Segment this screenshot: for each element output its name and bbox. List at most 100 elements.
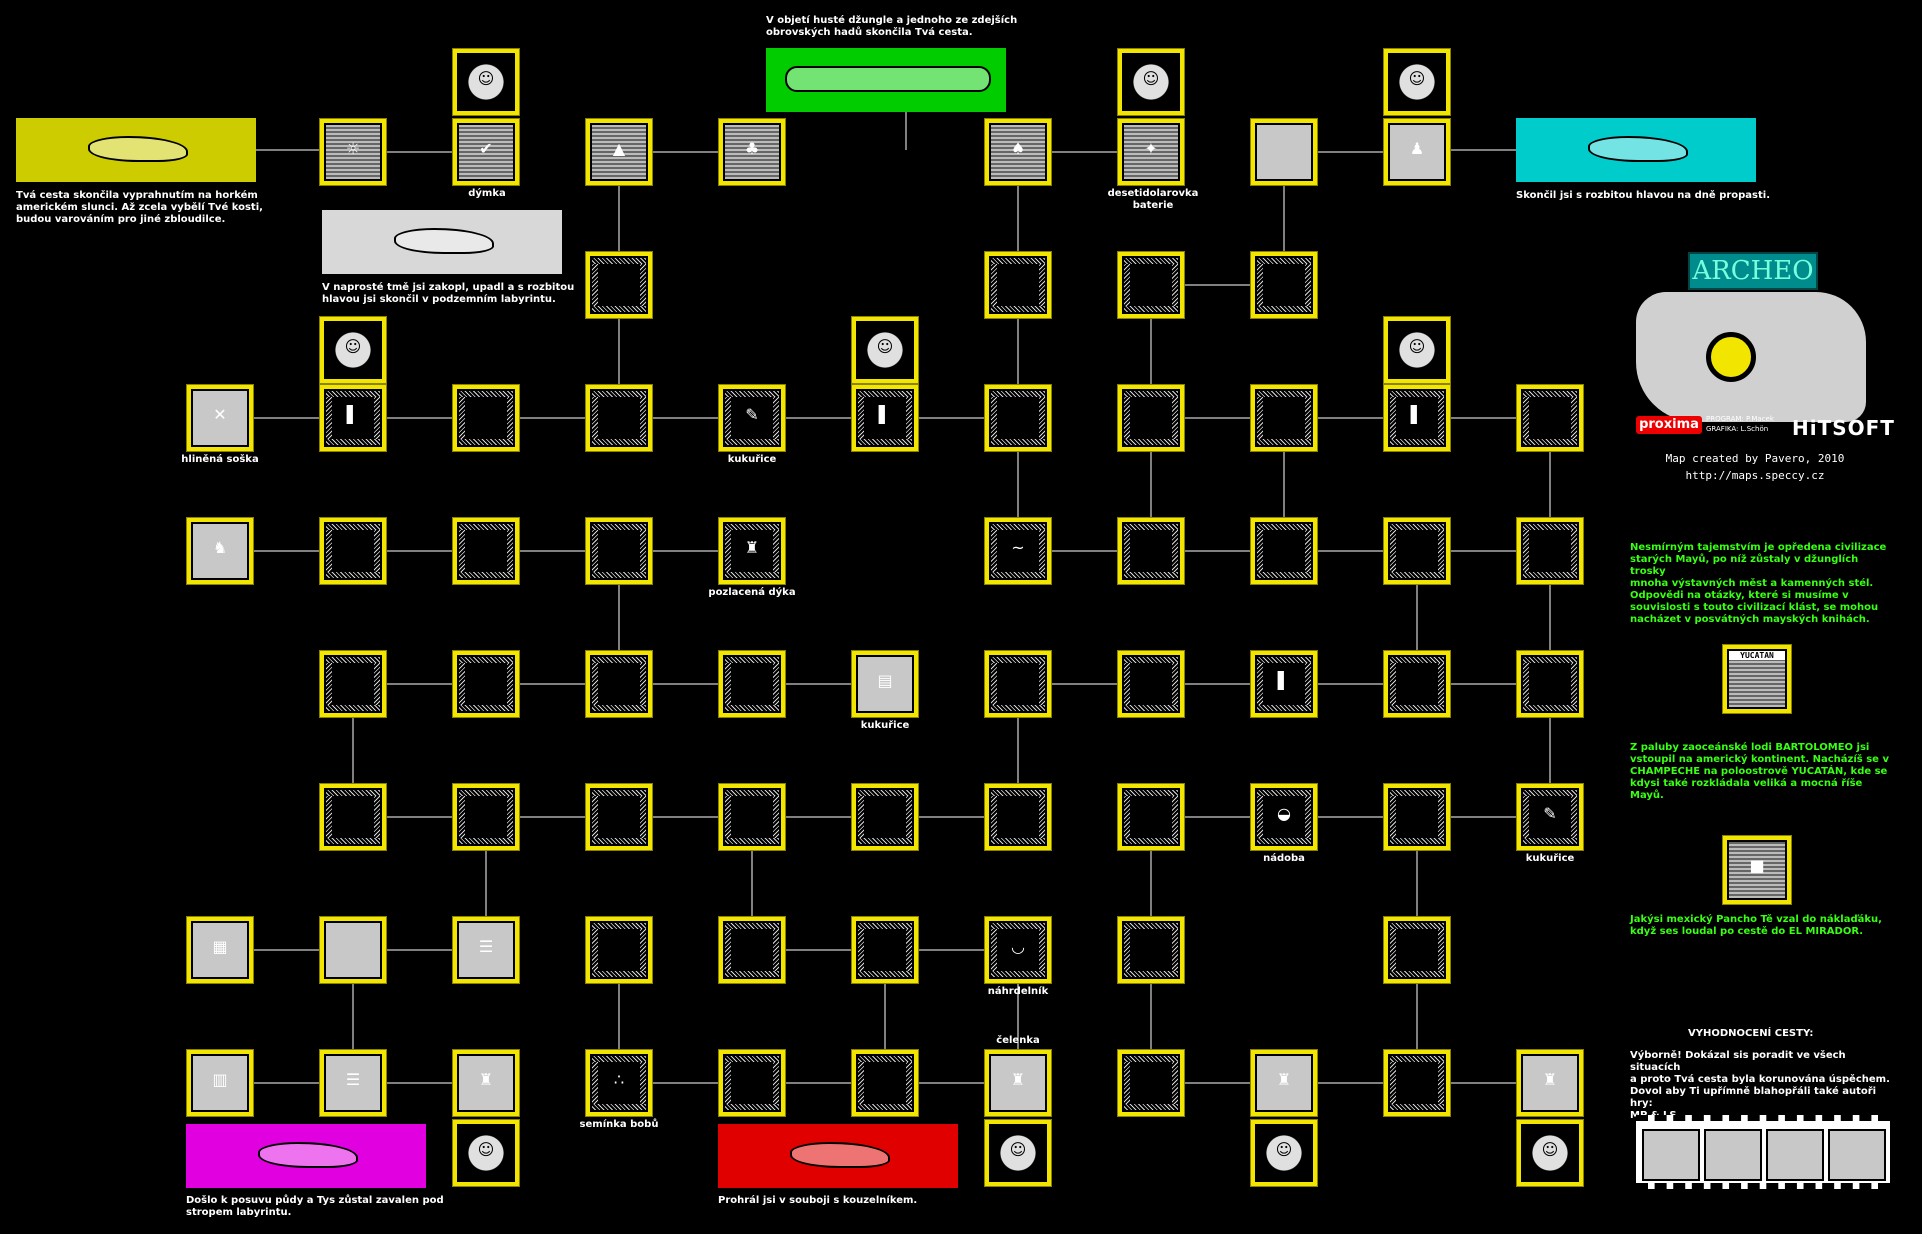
character-portrait: ☺ <box>1383 316 1451 384</box>
map-room <box>984 384 1052 452</box>
archeo-logo: ARCHEO <box>1636 252 1866 422</box>
map-room: ♞ <box>186 517 254 585</box>
map-room: ▦ <box>186 916 254 984</box>
map-room: ♜ <box>984 1049 1052 1117</box>
map-room: ☰ <box>452 916 520 984</box>
death-banner-abyss <box>1516 118 1756 182</box>
truck-icon: ■ <box>1749 856 1765 875</box>
death-banner-sun <box>16 118 256 182</box>
room-object-icon: ♜ <box>1542 1070 1558 1089</box>
map-room: ▥ <box>186 1049 254 1117</box>
character-portrait: ☺ <box>1117 48 1185 116</box>
map-room: ▌ <box>1250 650 1318 718</box>
developer-logo: HiTSOFT <box>1792 416 1895 440</box>
room-object-icon: ▌ <box>878 405 892 424</box>
item-label-desetidolarovka: desetidolarovka <box>1107 188 1199 199</box>
map-room: ♜ <box>718 517 786 585</box>
death-banner-duel <box>718 1124 958 1188</box>
item-label-pozlacena-dyka: pozlacená dýka <box>708 587 796 598</box>
room-object-icon: ☼ <box>345 139 361 158</box>
item-label-kukurice-3: kukuřice <box>1525 853 1575 864</box>
face-icon: ☺ <box>1541 1140 1559 1159</box>
map-room: ✦ <box>1117 118 1185 186</box>
room-object-icon: ▥ <box>212 1070 228 1089</box>
yucatan-map-panel: YUCATAN <box>1722 644 1792 714</box>
death-text-sun: Tvá cesta skončila vyprahnutím na horkém… <box>16 190 263 225</box>
face-icon: ☺ <box>1009 1140 1027 1159</box>
publisher-logo: proxima <box>1636 416 1702 434</box>
map-room <box>1383 1049 1451 1117</box>
map-room <box>319 783 387 851</box>
death-text-duel: Prohrál jsi v souboji s kouzelníkem. <box>718 1195 918 1206</box>
death-text-dark: V naprosté tmě jsi zakopl, upadl a s roz… <box>322 282 575 305</box>
room-object-icon: ♠ <box>1010 139 1026 158</box>
room-object-icon: ♟ <box>1409 139 1425 158</box>
room-object-icon: ♜ <box>1276 1070 1292 1089</box>
truck-panel: ■ <box>1722 835 1792 905</box>
map-room: ∴ <box>585 1049 653 1117</box>
map-room <box>1117 517 1185 585</box>
map-room: ♣ <box>718 118 786 186</box>
map-room: ~ <box>984 517 1052 585</box>
map-room <box>1383 783 1451 851</box>
character-portrait: ☺ <box>1250 1119 1318 1187</box>
ending-filmstrip <box>1636 1115 1890 1189</box>
character-portrait: ☺ <box>1516 1119 1584 1187</box>
map-room <box>319 916 387 984</box>
face-icon: ☺ <box>1142 69 1160 88</box>
face-icon: ☺ <box>477 69 495 88</box>
room-object-icon: ▲ <box>612 139 626 158</box>
room-object-icon: ◡ <box>1011 937 1025 956</box>
room-object-icon: ▤ <box>877 671 893 690</box>
room-object-icon: ☰ <box>478 937 494 956</box>
map-room: ♜ <box>1516 1049 1584 1117</box>
map-room <box>1516 384 1584 452</box>
map-room <box>1117 1049 1185 1117</box>
map-room <box>1383 916 1451 984</box>
game-title: ARCHEO <box>1688 252 1818 290</box>
room-object-icon: ▦ <box>212 937 228 956</box>
room-object-icon: ▌ <box>1277 671 1291 690</box>
character-portrait: ☺ <box>319 316 387 384</box>
magnifier-icon <box>1706 332 1756 382</box>
room-object-icon: ✎ <box>1543 804 1557 823</box>
item-label-hlinena-soska: hliněná soška <box>181 454 259 465</box>
item-label-nadoba: nádoba <box>1263 853 1305 864</box>
map-room <box>718 916 786 984</box>
character-portrait: ☺ <box>452 1119 520 1187</box>
map-room <box>1383 650 1451 718</box>
map-room <box>319 650 387 718</box>
face-icon: ☺ <box>477 1140 495 1159</box>
character-portrait: ☺ <box>1383 48 1451 116</box>
face-icon: ☺ <box>1408 69 1426 88</box>
map-room <box>585 650 653 718</box>
item-label-celenka: čelenka <box>996 1035 1040 1046</box>
map-room: ✕ <box>186 384 254 452</box>
map-room <box>1250 384 1318 452</box>
room-object-icon: ✔ <box>479 139 493 158</box>
map-room <box>585 384 653 452</box>
face-icon: ☺ <box>1408 337 1426 356</box>
map-room: ✔ <box>452 118 520 186</box>
item-label-kukurice-1: kukuřice <box>727 454 777 465</box>
story-truck: Jakýsi mexický Pancho Tě vzal do náklaďá… <box>1630 914 1882 937</box>
character-portrait: ☺ <box>452 48 520 116</box>
death-banner-snake <box>766 48 1006 112</box>
map-room <box>718 783 786 851</box>
map-room <box>319 517 387 585</box>
room-object-icon: ✦ <box>1144 139 1158 158</box>
character-portrait: ☺ <box>984 1119 1052 1187</box>
map-room <box>851 916 919 984</box>
map-room: ▲ <box>585 118 653 186</box>
room-object-icon: ~ <box>1011 538 1025 557</box>
map-room: ▌ <box>851 384 919 452</box>
item-label-baterie: baterie <box>1132 200 1174 211</box>
evaluation-text: Výborně! Dokázal sis poradit ve všech si… <box>1630 1050 1890 1121</box>
room-object-icon: ▌ <box>1410 405 1424 424</box>
map-room <box>1516 650 1584 718</box>
item-label-nahrdelnik: náhrdelník <box>987 986 1049 997</box>
map-room <box>851 783 919 851</box>
